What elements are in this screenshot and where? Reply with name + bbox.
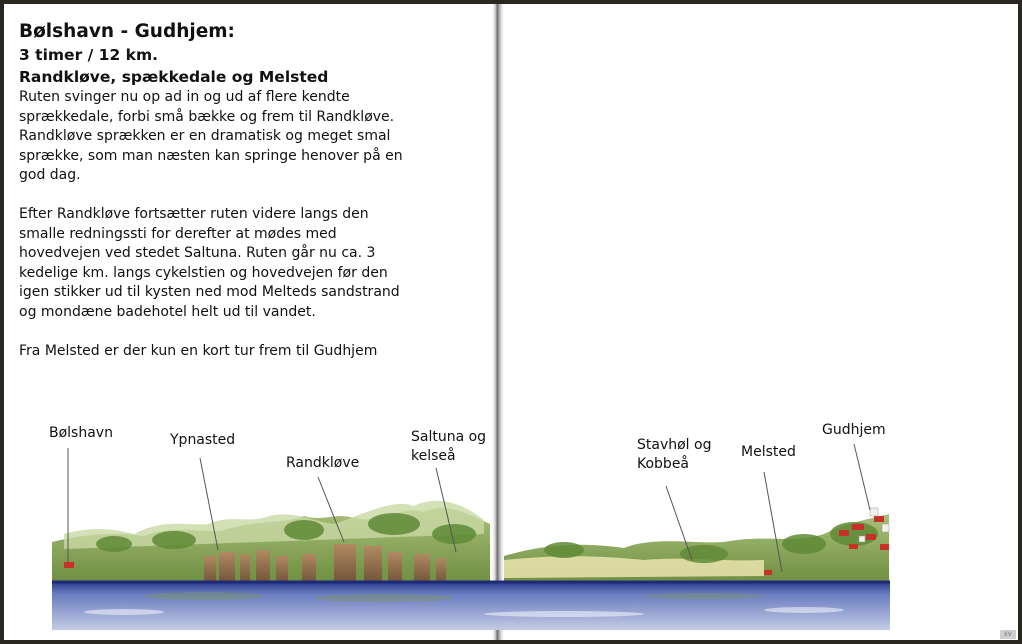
paragraph-3: Fra Melsted er der kun en kort tur frem … [19,342,378,359]
book-spread: Bølshavn - Gudhjem: 3 timer / 12 km. Ran… [4,4,1018,640]
label-randklove: Randkløve [286,455,360,471]
coastline-illustration: Bølshavn Ypnasted Randkløve Saltuna og k… [4,384,1018,640]
gudhjem-houses [64,516,889,575]
route-distance: 3 timer / 12 km. [19,46,158,64]
cliff-faces [204,544,446,584]
section-heading: Randkløve, spækkedale og Melsted [19,68,329,86]
paragraph-1: Ruten svinger nu op ad in og ud af flere… [19,89,403,183]
label-gudhjem: Gudhjem [822,422,886,438]
label-stavhol: Stavhøl og Kobbeå [637,437,712,472]
label-ypnasted: Ypnasted [170,432,236,448]
label-saltuna: Saltuna og kelseå [411,429,487,464]
paragraph-2: Efter Randkløve fortsætter ruten videre … [19,206,400,320]
book-gutter [492,4,504,640]
corner-mark: kV [1000,630,1016,639]
page-title: Bølshavn - Gudhjem: [19,21,235,42]
label-melsted: Melsted [741,444,796,460]
label-bolshavn: Bølshavn [49,425,113,441]
text-column: Bølshavn - Gudhjem: 3 timer / 12 km. Ran… [19,20,479,361]
coastline-panorama [52,443,890,630]
label-leader-lines [67,443,871,573]
